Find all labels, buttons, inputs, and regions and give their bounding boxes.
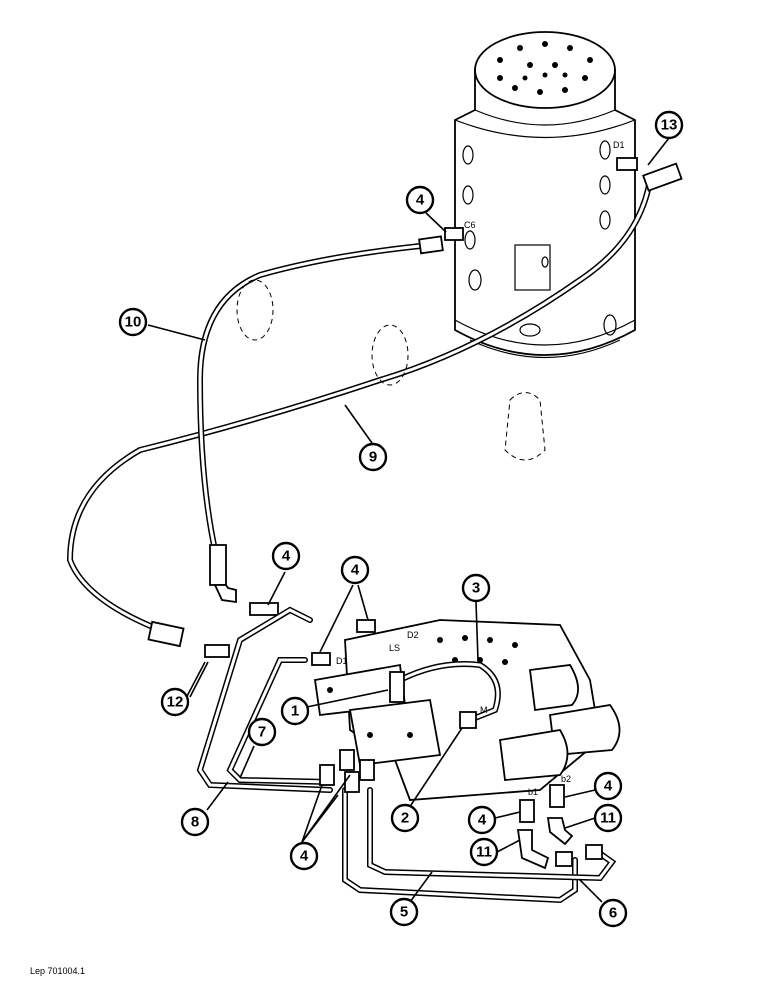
callout-4-lower: 4 [289, 841, 319, 871]
figure-reference: Lep 701004.1 [30, 966, 86, 976]
callout-12: 12 [160, 687, 190, 717]
callout-4-b1: 4 [467, 805, 497, 835]
svg-text:4: 4 [604, 778, 613, 795]
leader-lines [147, 137, 670, 903]
rigid-pipes [196, 606, 617, 904]
svg-text:4: 4 [351, 562, 360, 579]
callout-8: 8 [180, 807, 210, 837]
port-label-b1: b1 [528, 787, 538, 797]
svg-text:12: 12 [167, 694, 184, 711]
callout-2: 2 [390, 803, 420, 833]
svg-text:11: 11 [600, 810, 616, 827]
svg-text:5: 5 [400, 904, 408, 921]
port-label-d2: D2 [407, 630, 419, 640]
port-label-d1-top: D1 [613, 140, 625, 150]
adaptors [204, 157, 638, 666]
port-label-d1: D1 [336, 656, 348, 666]
callout-7: 7 [247, 717, 277, 747]
callout-6: 6 [598, 898, 628, 928]
port-label-b2: b2 [561, 774, 571, 784]
callout-3: 3 [461, 573, 491, 603]
svg-text:1: 1 [291, 703, 299, 720]
control-valve [313, 619, 621, 801]
rotary-coupling [454, 31, 636, 461]
svg-text:7: 7 [258, 724, 266, 741]
callout-13: 13 [654, 110, 684, 140]
callout-4-adaptor: 4 [271, 541, 301, 571]
svg-text:8: 8 [191, 814, 199, 831]
svg-text:11: 11 [476, 844, 492, 861]
callout-10: 10 [118, 307, 148, 337]
callout-9: 9 [358, 442, 388, 472]
callout-5: 5 [389, 897, 419, 927]
svg-text:13: 13 [661, 117, 678, 134]
hose-10 [196, 242, 433, 553]
callout-11-right: 11 [593, 803, 623, 833]
callout-1: 1 [280, 696, 310, 726]
hose-9 [66, 177, 653, 633]
svg-text:4: 4 [300, 848, 309, 865]
svg-text:2: 2 [401, 810, 409, 827]
svg-text:4: 4 [282, 548, 291, 565]
hose-end-fittings [147, 162, 683, 648]
callout-4-valve-top: 4 [340, 555, 370, 585]
port-label-ls: LS [389, 643, 400, 653]
svg-text:6: 6 [609, 905, 617, 922]
callout-4-coupling: 4 [405, 185, 435, 215]
svg-text:9: 9 [369, 449, 377, 466]
svg-text:4: 4 [478, 812, 487, 829]
port-label-m: M [480, 705, 488, 715]
svg-text:3: 3 [472, 580, 480, 597]
svg-text:10: 10 [125, 314, 142, 331]
callout-4-b2: 4 [593, 771, 623, 801]
callout-11-left: 11 [469, 837, 499, 867]
svg-text:4: 4 [416, 192, 425, 209]
port-label-c6: C6 [464, 220, 476, 230]
